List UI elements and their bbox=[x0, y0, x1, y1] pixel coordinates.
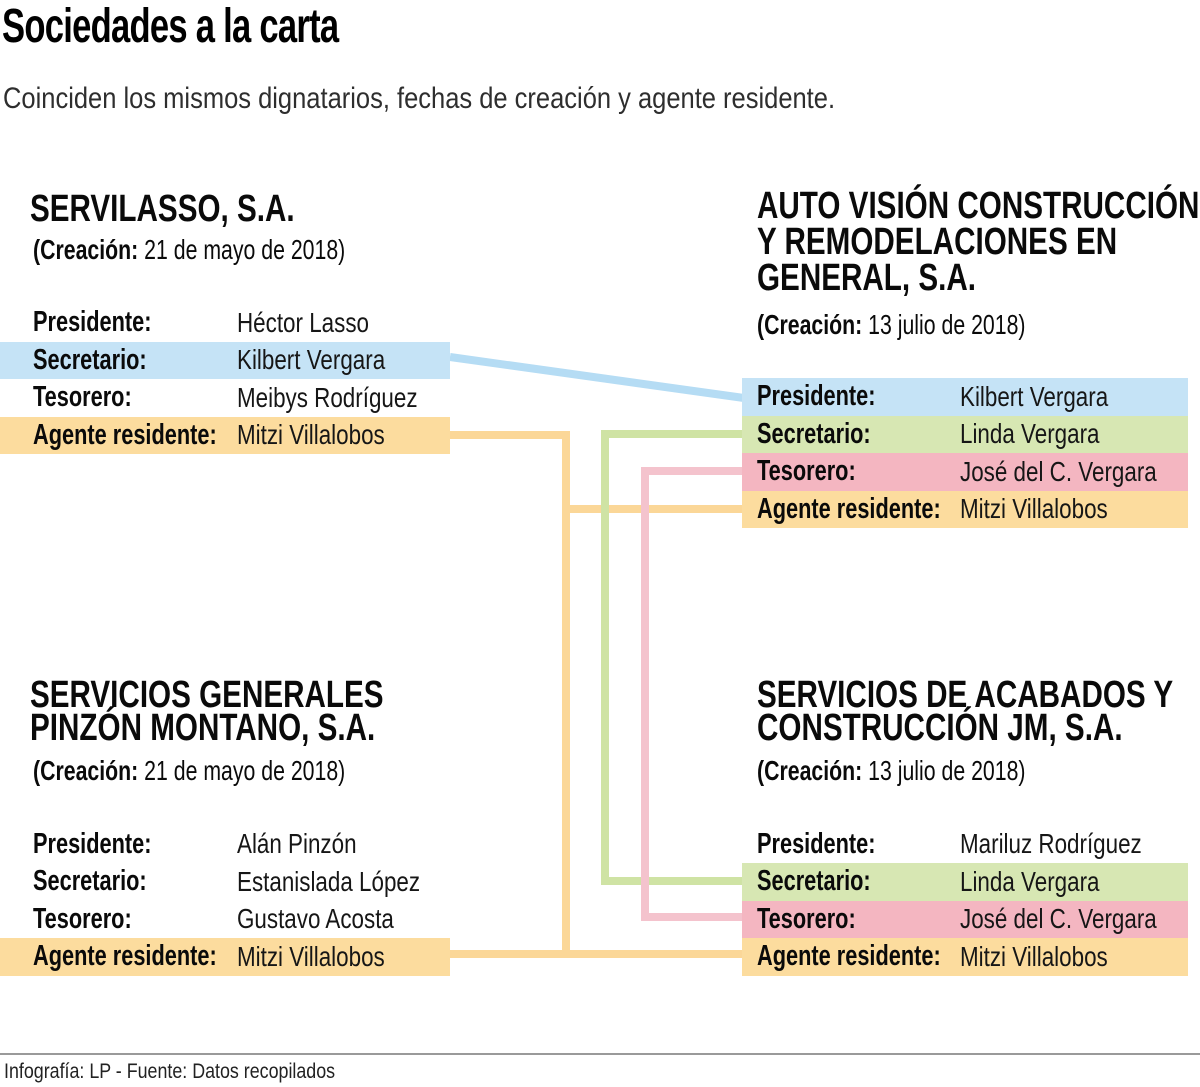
officer-row: Secretario: Estanislada López bbox=[0, 863, 450, 901]
company-2-creation: (Creación: 13 julio de 2018) bbox=[757, 309, 1026, 340]
officer-row: Presidente: Kilbert Vergara bbox=[742, 378, 1188, 416]
officer-name: José del C. Vergara bbox=[960, 455, 1157, 487]
role-label: Agente residente: bbox=[33, 418, 217, 451]
role-label: Tesorero: bbox=[757, 902, 856, 935]
role-label: Tesorero: bbox=[33, 381, 132, 414]
page-subtitle: Coinciden los mismos dignatarios, fechas… bbox=[3, 82, 836, 115]
role-label: Presidente: bbox=[33, 306, 152, 339]
officer-name: Kilbert Vergara bbox=[237, 344, 386, 376]
officer-row: Presidente: Alán Pinzón bbox=[0, 826, 450, 864]
connector-jose-del-c-vergara-line bbox=[641, 467, 744, 921]
officer-row: Secretario: Kilbert Vergara bbox=[0, 341, 450, 379]
company-4-creation: (Creación: 13 julio de 2018) bbox=[757, 755, 1026, 786]
role-label: Tesorero: bbox=[33, 902, 132, 935]
officer-name: Alán Pinzón bbox=[237, 828, 357, 860]
officer-row: Tesorero: Meibys Rodríguez bbox=[0, 379, 450, 417]
officer-row: Secretario: Linda Vergara bbox=[742, 863, 1188, 901]
officer-name: José del C. Vergara bbox=[960, 903, 1157, 935]
role-label: Presidente: bbox=[757, 380, 876, 413]
officer-name: Mariluz Rodríguez bbox=[960, 828, 1142, 860]
role-label: Tesorero: bbox=[757, 455, 856, 488]
connector-mitzi-villalobos-line bbox=[450, 431, 744, 958]
officer-row: Presidente: Héctor Lasso bbox=[0, 304, 450, 342]
officer-name: Linda Vergara bbox=[960, 865, 1100, 897]
officer-name: Héctor Lasso bbox=[237, 306, 369, 338]
company-2-title: AUTO VISIÓN CONSTRUCCIÓN Y REMODELACIONE… bbox=[757, 185, 1200, 299]
company-4-title: SERVICIOS DE ACABADOS Y CONSTRUCCIÓN JM,… bbox=[757, 674, 1174, 749]
officer-name: Meibys Rodríguez bbox=[237, 381, 418, 413]
officer-name: Gustavo Acosta bbox=[237, 903, 394, 935]
officer-name: Kilbert Vergara bbox=[960, 380, 1109, 412]
role-label: Secretario: bbox=[33, 865, 147, 898]
connector-linda-vergara-line bbox=[601, 430, 744, 885]
role-label: Agente residente: bbox=[757, 492, 941, 525]
role-label: Presidente: bbox=[33, 827, 152, 860]
role-label: Agente residente: bbox=[757, 940, 941, 973]
connector-kilbert-vergara-line bbox=[449, 353, 745, 402]
company-3-creation: (Creación: 21 de mayo de 2018) bbox=[33, 755, 346, 786]
officer-row: Agente residente: Mitzi Villalobos bbox=[742, 490, 1188, 528]
officer-row: Secretario: Linda Vergara bbox=[742, 415, 1188, 453]
officer-row: Agente residente: Mitzi Villalobos bbox=[742, 938, 1188, 976]
officer-name: Mitzi Villalobos bbox=[960, 493, 1108, 525]
role-label: Agente residente: bbox=[33, 940, 217, 973]
officer-name: Mitzi Villalobos bbox=[237, 940, 385, 972]
page-title: Sociedades a la carta bbox=[2, 0, 339, 53]
company-3-title: SERVICIOS GENERALES PINZÓN MONTANO, S.A. bbox=[30, 674, 384, 749]
role-label: Secretario: bbox=[33, 343, 147, 376]
officer-row: Tesorero: José del C. Vergara bbox=[742, 453, 1188, 491]
company-1-creation: (Creación: 21 de mayo de 2018) bbox=[33, 234, 346, 265]
footer-credit: Infografía: LP - Fuente: Datos recopilad… bbox=[4, 1060, 336, 1083]
officer-name: Mitzi Villalobos bbox=[237, 419, 385, 451]
officer-row: Tesorero: José del C. Vergara bbox=[742, 900, 1188, 938]
officer-row: Presidente: Mariluz Rodríguez bbox=[742, 826, 1188, 864]
officer-name: Estanislada López bbox=[237, 865, 421, 897]
company-1-title: SERVILASSO, S.A. bbox=[30, 188, 295, 230]
role-label: Secretario: bbox=[757, 865, 871, 898]
officer-name: Mitzi Villalobos bbox=[960, 940, 1108, 972]
officer-row: Agente residente: Mitzi Villalobos bbox=[0, 416, 450, 454]
footer-divider bbox=[0, 1053, 1200, 1055]
role-label: Presidente: bbox=[757, 827, 876, 860]
officer-row: Tesorero: Gustavo Acosta bbox=[0, 901, 450, 939]
role-label: Secretario: bbox=[757, 417, 871, 450]
officer-row: Agente residente: Mitzi Villalobos bbox=[0, 938, 450, 976]
officer-name: Linda Vergara bbox=[960, 418, 1100, 450]
